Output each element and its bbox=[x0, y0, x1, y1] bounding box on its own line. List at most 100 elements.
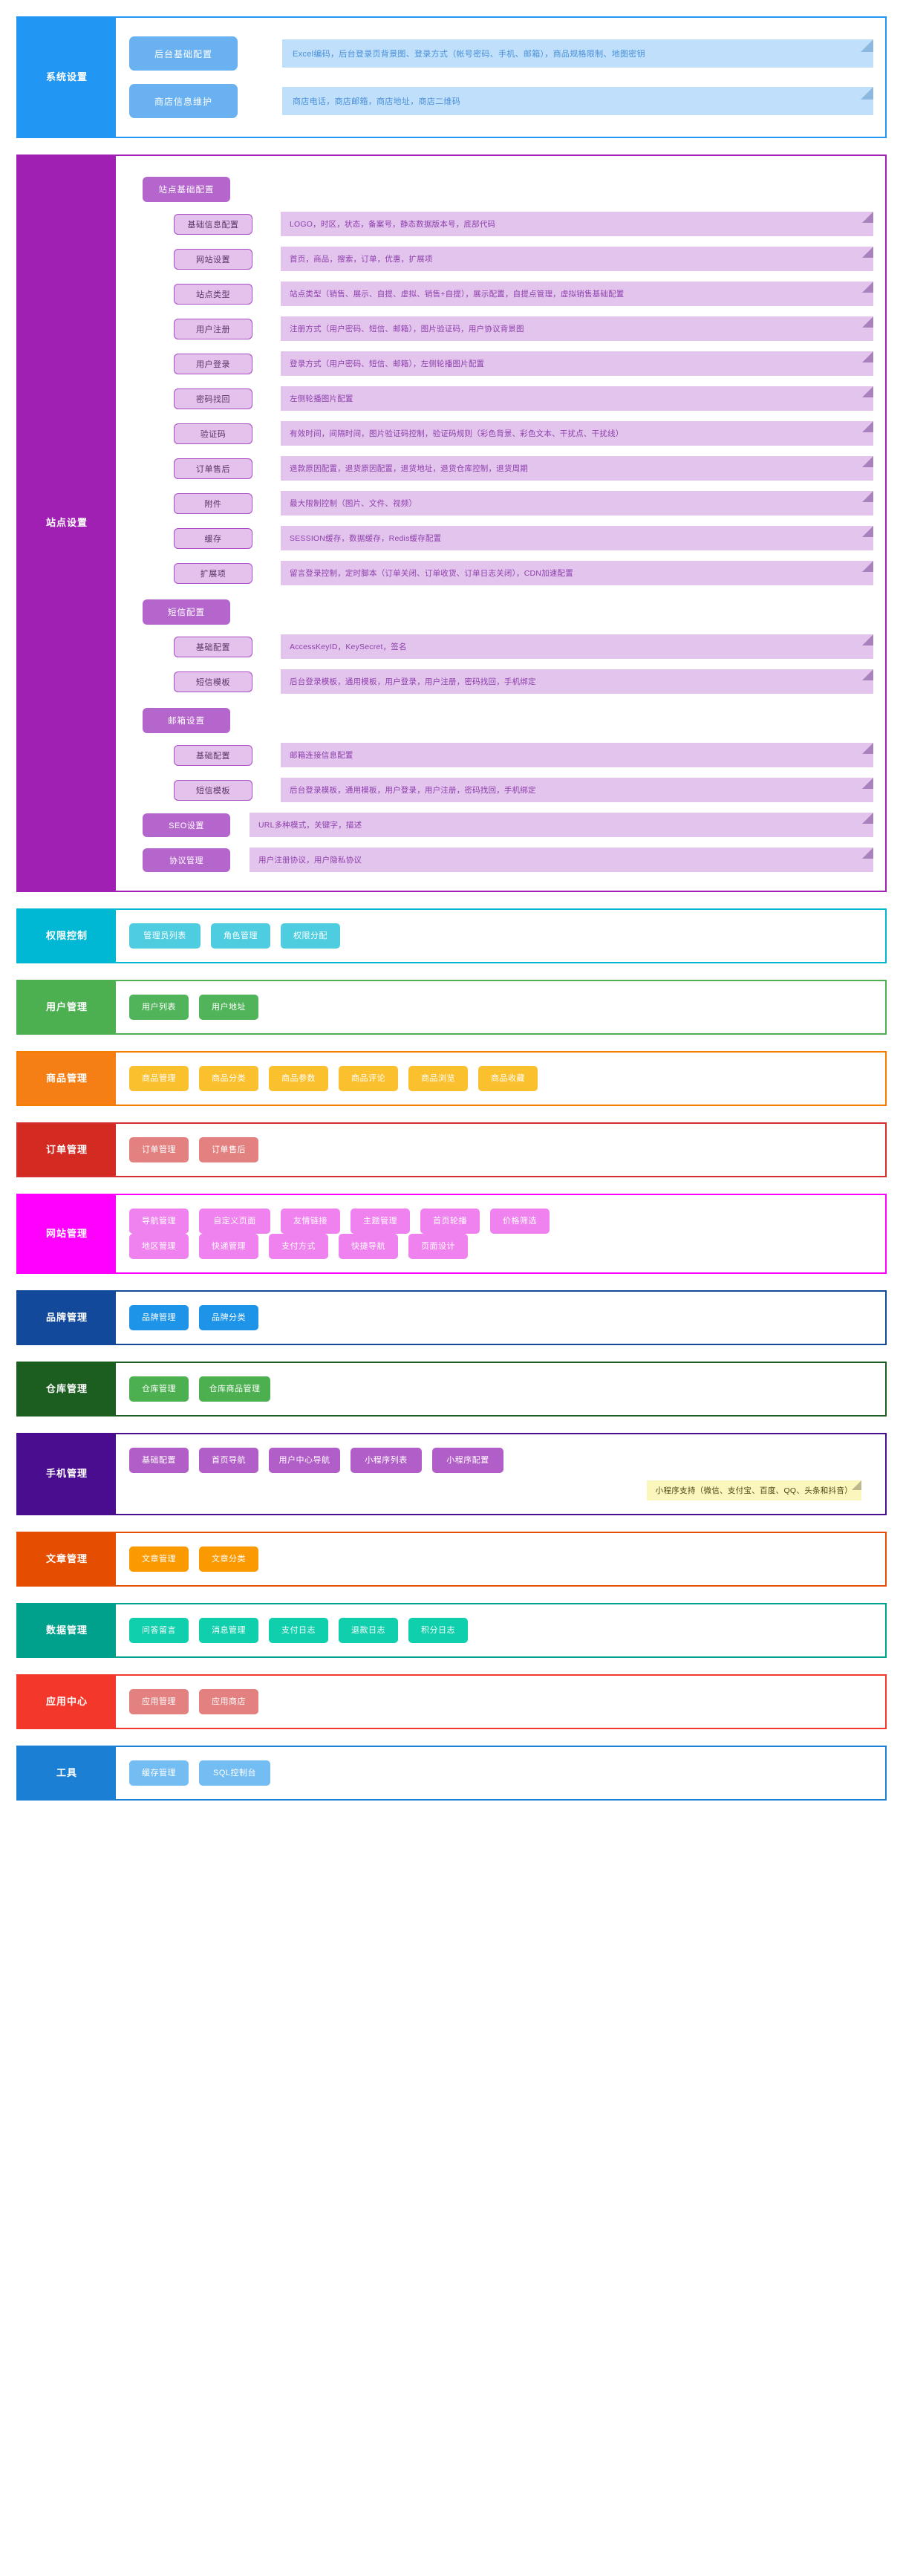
site-setting-button[interactable]: 网站设置 bbox=[174, 248, 252, 270]
feature-chip[interactable]: 主题管理 bbox=[351, 1209, 410, 1234]
site-setting-description: 后台登录模板，通用模板，用户登录，用户注册，密码找回，手机绑定 bbox=[281, 669, 873, 694]
site-setting-row: SEO设置 URL多种模式，关键字，描述 bbox=[143, 813, 873, 837]
feature-chip[interactable]: 商品收藏 bbox=[478, 1066, 538, 1091]
feature-chip[interactable]: 权限分配 bbox=[281, 923, 340, 949]
chip-row: 应用管理应用商店 bbox=[129, 1689, 873, 1714]
feature-chip[interactable]: 品牌管理 bbox=[129, 1305, 189, 1330]
section-body: 应用管理应用商店 bbox=[116, 1676, 885, 1728]
site-setting-button[interactable]: 基础信息配置 bbox=[174, 213, 252, 235]
feature-chip[interactable]: SQL控制台 bbox=[199, 1760, 270, 1786]
feature-chip[interactable]: 友情链接 bbox=[281, 1209, 340, 1234]
feature-chip[interactable]: 首页轮播 bbox=[420, 1209, 480, 1234]
system-setting-button[interactable]: 后台基础配置 bbox=[129, 36, 238, 71]
feature-chip[interactable]: 用户中心导航 bbox=[269, 1448, 340, 1473]
site-setting-button[interactable]: 站点类型 bbox=[174, 283, 252, 305]
site-setting-description: 有效时间，间隔时间，图片验证码控制，验证码规则（彩色背景、彩色文本、干扰点、干扰… bbox=[281, 421, 873, 446]
corner-fold-icon bbox=[862, 212, 873, 223]
site-setting-row: 短信模板 后台登录模板，通用模板，用户登录，用户注册，密码找回，手机绑定 bbox=[174, 669, 873, 694]
corner-fold-icon bbox=[862, 456, 873, 467]
feature-chip[interactable]: 用户列表 bbox=[129, 995, 189, 1020]
feature-chip[interactable]: 消息管理 bbox=[199, 1618, 258, 1643]
site-setting-row: 协议管理用户注册协议，用户隐私协议 bbox=[143, 848, 873, 872]
feature-chip[interactable]: 商品管理 bbox=[129, 1066, 189, 1091]
feature-chip[interactable]: 商品分类 bbox=[199, 1066, 258, 1091]
site-setting-button[interactable]: 短信模板 bbox=[174, 671, 252, 692]
section-label: 品牌管理 bbox=[18, 1292, 116, 1344]
site-setting-button[interactable]: 用户注册 bbox=[174, 318, 252, 339]
feature-chip[interactable]: 商品评论 bbox=[339, 1066, 398, 1091]
corner-fold-icon bbox=[862, 247, 873, 258]
feature-chip[interactable]: 退款日志 bbox=[339, 1618, 398, 1643]
site-setting-button[interactable]: 基础配置 bbox=[174, 636, 252, 657]
description-text: 退款原因配置，退货原因配置，退货地址，退货仓库控制，退货周期 bbox=[290, 464, 528, 473]
feature-chip[interactable]: 订单管理 bbox=[129, 1137, 189, 1162]
site-setting-button[interactable]: 协议管理 bbox=[143, 848, 230, 872]
section-label: 用户管理 bbox=[18, 981, 116, 1033]
feature-chip[interactable]: 基础配置 bbox=[129, 1448, 189, 1473]
feature-chip[interactable]: 缓存管理 bbox=[129, 1760, 189, 1786]
site-setting-button[interactable]: 用户登录 bbox=[174, 353, 252, 374]
description-text: 最大限制控制（图片、文件、视频） bbox=[290, 499, 417, 508]
feature-chip[interactable]: 仓库商品管理 bbox=[199, 1376, 270, 1402]
section-body: 基础配置首页导航用户中心导航小程序列表小程序配置小程序支持（微信、支付宝、百度、… bbox=[116, 1434, 885, 1514]
site-setting-button[interactable]: 附件 bbox=[174, 492, 252, 514]
feature-chip[interactable]: 快递管理 bbox=[199, 1234, 258, 1259]
site-setting-group-title[interactable]: 短信配置 bbox=[143, 599, 230, 625]
site-setting-button[interactable]: 密码找回 bbox=[174, 388, 252, 409]
section-label: 数据管理 bbox=[18, 1604, 116, 1656]
feature-chip[interactable]: 小程序配置 bbox=[432, 1448, 503, 1473]
feature-chip[interactable]: 首页导航 bbox=[199, 1448, 258, 1473]
feature-chip[interactable]: 文章管理 bbox=[129, 1546, 189, 1572]
site-setting-button[interactable]: 订单售后 bbox=[174, 458, 252, 479]
site-setting-group-title[interactable]: 站点基础配置 bbox=[143, 177, 230, 202]
site-setting-row: 验证码 有效时间，间隔时间，图片验证码控制，验证码规则（彩色背景、彩色文本、干扰点… bbox=[174, 421, 873, 446]
site-setting-row: 用户注册 注册方式（用户密码、短信、邮箱），图片验证码，用户协议背景图 bbox=[174, 316, 873, 341]
feature-chip[interactable]: 商品参数 bbox=[269, 1066, 328, 1091]
feature-chip[interactable]: 用户地址 bbox=[199, 995, 258, 1020]
feature-chip[interactable]: 支付方式 bbox=[269, 1234, 328, 1259]
site-setting-group-title[interactable]: 邮箱设置 bbox=[143, 708, 230, 733]
feature-chip[interactable]: 页面设计 bbox=[408, 1234, 468, 1259]
feature-chip[interactable]: 问答留言 bbox=[129, 1618, 189, 1643]
description-text: 注册方式（用户密码、短信、邮箱），图片验证码，用户协议背景图 bbox=[290, 325, 524, 334]
corner-fold-icon bbox=[861, 39, 873, 52]
description-text: 商店电话，商店邮箱，商店地址，商店二维码 bbox=[293, 97, 460, 106]
description-text: 站点类型（销售、展示、自提、虚拟、销售+自提），展示配置，自提点管理，虚拟销售基… bbox=[290, 290, 625, 299]
feature-chip[interactable]: 应用管理 bbox=[129, 1689, 189, 1714]
feature-chip[interactable]: 仓库管理 bbox=[129, 1376, 189, 1402]
feature-chip[interactable]: 地区管理 bbox=[129, 1234, 189, 1259]
site-setting-button[interactable]: 缓存 bbox=[174, 527, 252, 549]
section-label: 网站管理 bbox=[18, 1195, 116, 1272]
site-setting-button[interactable]: 短信模板 bbox=[174, 779, 252, 801]
system-setting-button[interactable]: 商店信息维护 bbox=[129, 84, 238, 118]
feature-chip[interactable]: 自定义页面 bbox=[199, 1209, 270, 1234]
chip-row: 导航管理自定义页面友情链接主题管理首页轮播价格筛选 bbox=[129, 1209, 873, 1234]
site-setting-button[interactable]: 基础配置 bbox=[174, 744, 252, 766]
feature-chip[interactable]: 管理员列表 bbox=[129, 923, 201, 949]
feature-chip[interactable]: 小程序列表 bbox=[351, 1448, 422, 1473]
site-setting-button[interactable]: SEO设置 bbox=[143, 813, 230, 837]
feature-chip[interactable]: 应用商店 bbox=[199, 1689, 258, 1714]
feature-chip[interactable]: 订单售后 bbox=[199, 1137, 258, 1162]
section-label: 文章管理 bbox=[18, 1533, 116, 1585]
site-setting-button[interactable]: 验证码 bbox=[174, 423, 252, 444]
description-text: 后台登录模板，通用模板，用户登录，用户注册，密码找回，手机绑定 bbox=[290, 786, 536, 795]
description-text: 登录方式（用户密码、短信、邮箱），左侧轮播图片配置 bbox=[290, 360, 485, 368]
section-note: 小程序支持（微信、支付宝、百度、QQ、头条和抖音） bbox=[646, 1480, 861, 1500]
feature-chip[interactable]: 价格筛选 bbox=[490, 1209, 550, 1234]
feature-chip[interactable]: 文章分类 bbox=[199, 1546, 258, 1572]
site-setting-description: 留言登录控制，定时脚本（订单关闭、订单收货、订单日志关闭），CDN加速配置 bbox=[281, 561, 873, 585]
feature-chip[interactable]: 支付日志 bbox=[269, 1618, 328, 1643]
feature-chip[interactable]: 导航管理 bbox=[129, 1209, 189, 1234]
site-setting-button[interactable]: 扩展项 bbox=[174, 562, 252, 584]
site-setting-description: URL多种模式，关键字，描述 bbox=[250, 813, 873, 837]
feature-chip[interactable]: 品牌分类 bbox=[199, 1305, 258, 1330]
chip-row: 地区管理快递管理支付方式快捷导航页面设计 bbox=[129, 1234, 873, 1259]
description-text: SESSION缓存，数据缓存，Redis缓存配置 bbox=[290, 534, 442, 543]
feature-chip[interactable]: 角色管理 bbox=[211, 923, 270, 949]
feature-chip[interactable]: 快捷导航 bbox=[339, 1234, 398, 1259]
feature-chip[interactable]: 积分日志 bbox=[408, 1618, 468, 1643]
feature-chip[interactable]: 商品浏览 bbox=[408, 1066, 468, 1091]
